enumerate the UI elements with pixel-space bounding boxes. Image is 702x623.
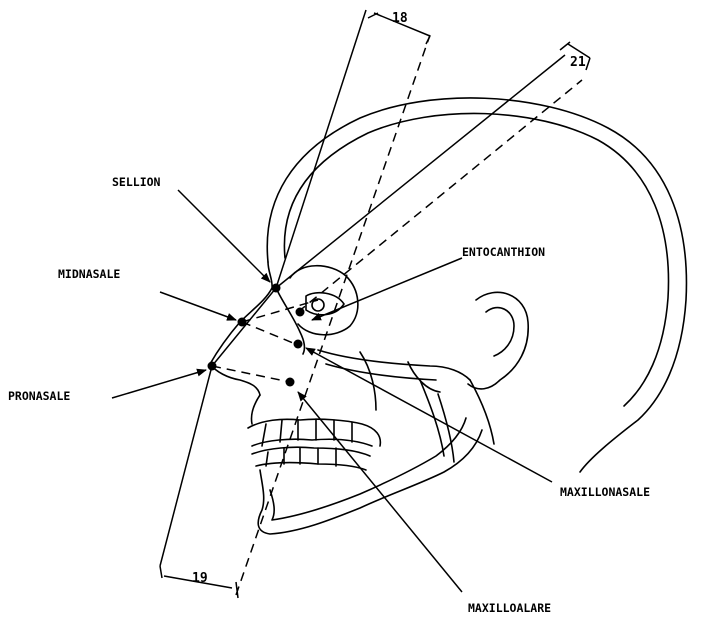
midnasale-label: MIDNASALE — [58, 267, 120, 281]
sellion-label: SELLION — [112, 175, 161, 189]
pronasale-point — [208, 362, 217, 371]
maxillonasale-point — [294, 340, 303, 349]
entocanthion-label: ENTOCANTHION — [462, 245, 545, 259]
angle-right-label: 21 — [570, 55, 586, 70]
maxilloalare-point — [286, 378, 295, 387]
measurement-lines — [160, 10, 590, 598]
midnasale-maxillonasale-dash — [242, 322, 298, 345]
pronasale-arrow — [112, 370, 206, 398]
sellion-point — [272, 284, 281, 293]
angle-top-label: 18 — [392, 11, 408, 26]
entocanthion-point — [296, 308, 305, 317]
profile-line-upper — [276, 10, 366, 288]
midnasale-arrow — [160, 292, 236, 320]
maxilloalare-label: MAXILLOALARE — [468, 601, 551, 615]
maxillonasale-label: MAXILLONASALE — [560, 485, 650, 499]
profile-line-mid — [212, 288, 276, 366]
pronasale-label: PRONASALE — [8, 389, 70, 403]
midnasale-point — [238, 318, 247, 327]
angle-bottom-label: 19 — [192, 571, 208, 586]
profile-line-lower — [160, 366, 212, 566]
entocanthion-arrow — [312, 258, 462, 320]
sellion-arrow — [178, 190, 270, 282]
skull-outline — [210, 98, 686, 534]
dashed-facial-line — [236, 35, 430, 595]
maxilloalare-arrow — [298, 392, 462, 592]
maxillonasale-arrow — [306, 348, 552, 482]
landmark-points — [208, 284, 305, 387]
